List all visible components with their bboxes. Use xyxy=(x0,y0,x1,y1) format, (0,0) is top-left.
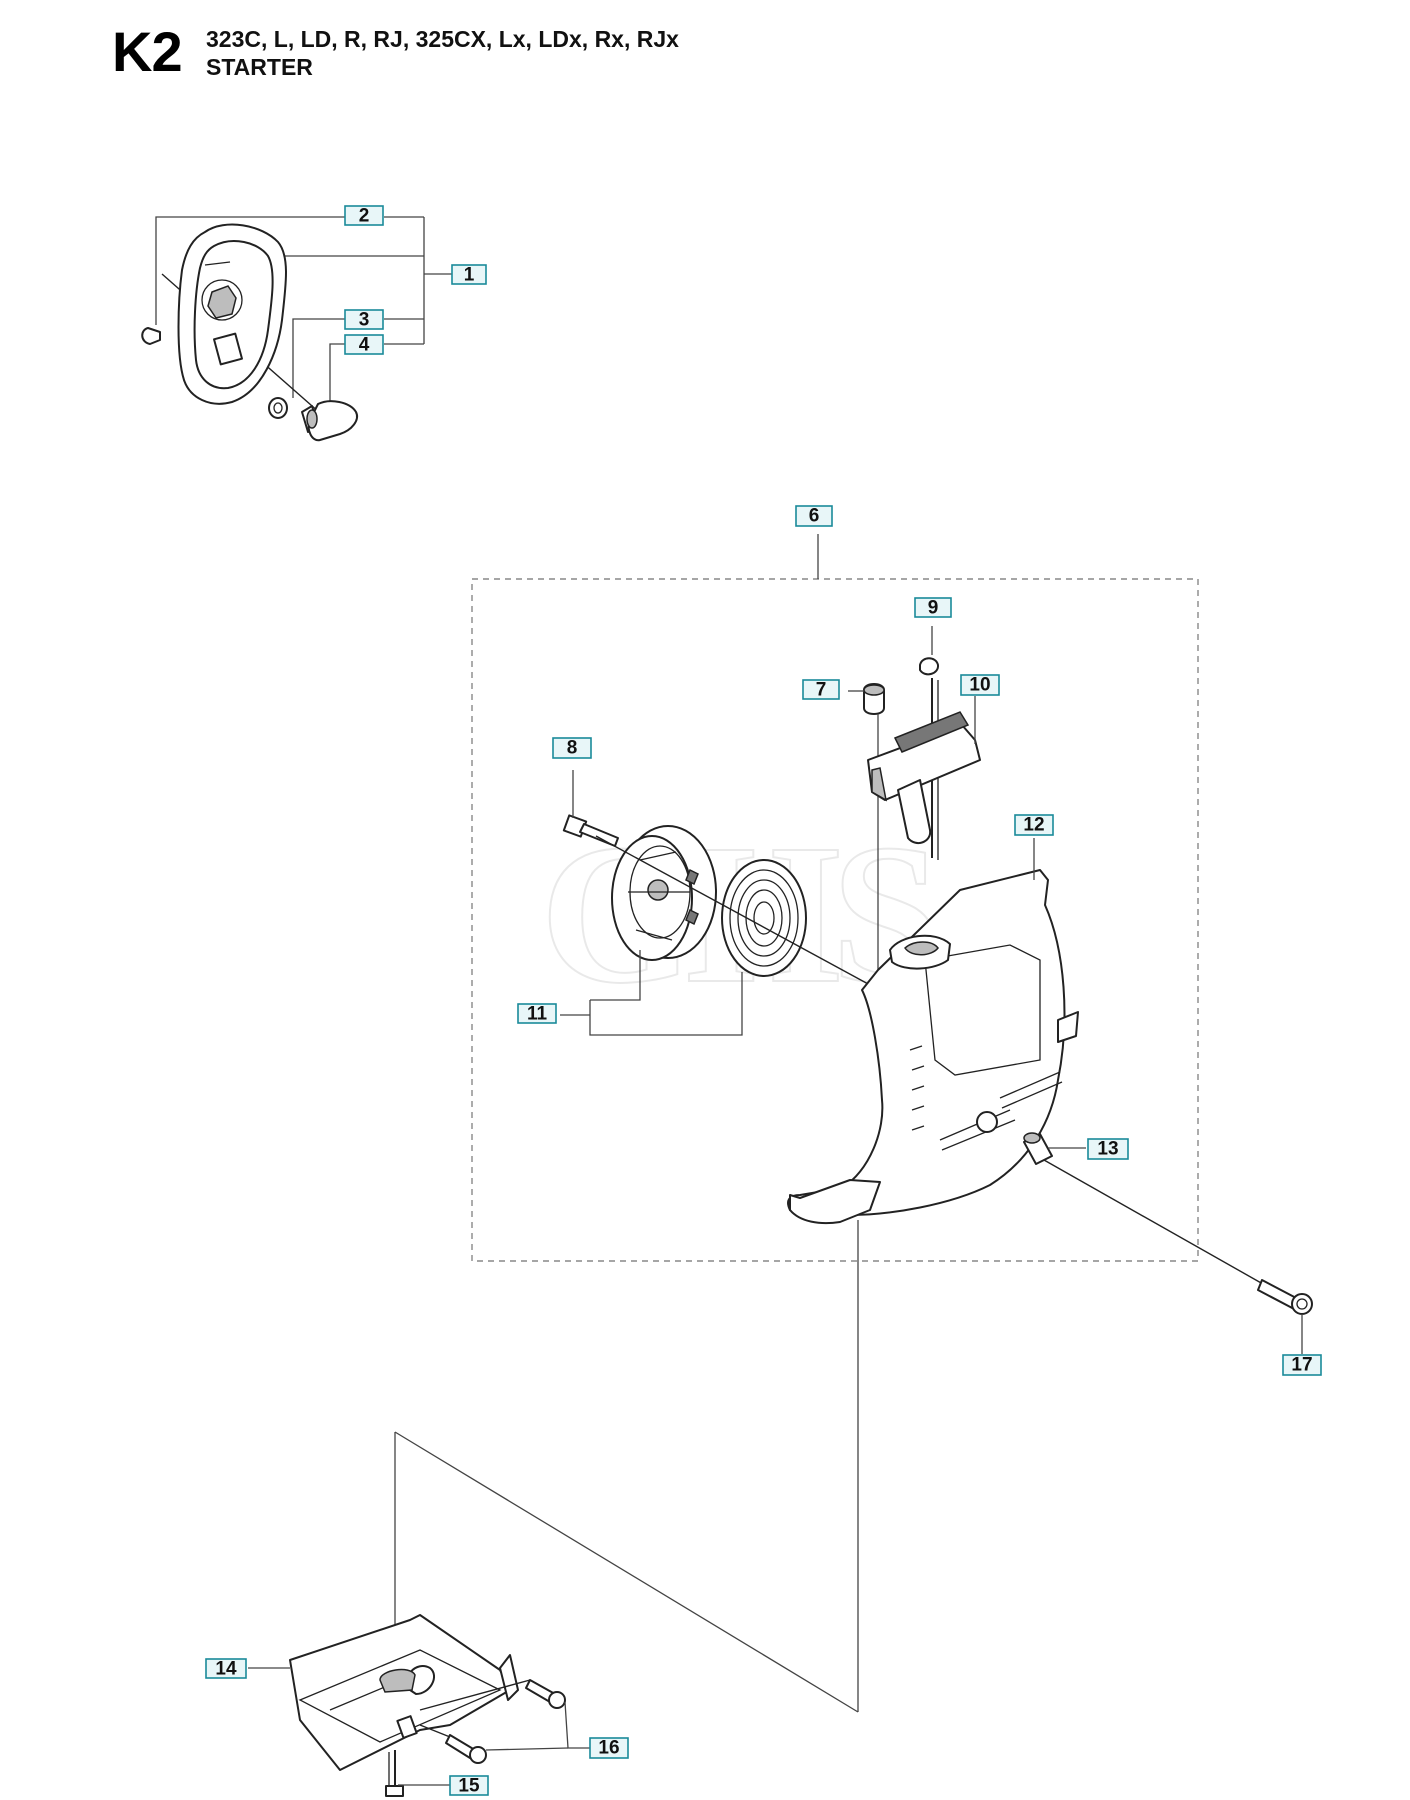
callout-1: 1 xyxy=(451,264,487,286)
callout-label: 15 xyxy=(458,1776,480,1797)
pulley-screw xyxy=(562,814,619,847)
callout-label: 16 xyxy=(598,1738,619,1759)
callout-10: 10 xyxy=(960,674,1000,696)
callout-14: 14 xyxy=(205,1658,247,1680)
section-title: STARTER xyxy=(206,54,313,80)
starter-housing-group-outline xyxy=(471,578,1199,1262)
callout-17: 17 xyxy=(1282,1354,1322,1376)
callout-label: 1 xyxy=(464,265,475,286)
callout-label: 14 xyxy=(215,1659,237,1680)
callout-label: 2 xyxy=(359,206,370,227)
callout-11: 11 xyxy=(517,1003,557,1025)
callout-4: 4 xyxy=(344,334,384,356)
callout-16: 16 xyxy=(589,1737,629,1759)
plate-screw-front xyxy=(525,1679,566,1709)
housing-screw xyxy=(1257,1279,1313,1315)
callout-9: 9 xyxy=(914,597,952,619)
callout-13: 13 xyxy=(1087,1138,1129,1160)
callout-3: 3 xyxy=(344,309,384,331)
plate-screw-rear xyxy=(445,1734,487,1764)
callout-label: 12 xyxy=(1023,815,1044,836)
callout-label: 11 xyxy=(527,1004,548,1025)
bottom-plate xyxy=(289,1614,519,1771)
starter-handle-assembly xyxy=(867,657,981,860)
callout-7: 7 xyxy=(802,679,840,701)
callout-label: 8 xyxy=(567,738,578,759)
callout-12: 12 xyxy=(1014,814,1054,836)
callout-label: 13 xyxy=(1097,1139,1118,1160)
section-code: K2 xyxy=(112,20,183,83)
callout-6: 6 xyxy=(795,505,833,527)
starter-cover-assembly xyxy=(141,216,455,442)
callout-label: 3 xyxy=(359,310,370,331)
callout-8: 8 xyxy=(552,737,592,759)
model-list: 323C, L, LD, R, RJ, 325CX, Lx, LDx, Rx, … xyxy=(206,26,679,52)
callout-label: 10 xyxy=(969,675,990,696)
plate-screw-bottom xyxy=(385,1750,404,1797)
callout-label: 9 xyxy=(928,598,939,619)
callout-2: 2 xyxy=(344,205,384,227)
callout-15: 15 xyxy=(449,1775,489,1797)
starter-pulley xyxy=(611,825,717,961)
callout-label: 4 xyxy=(359,335,370,356)
starter-housing xyxy=(787,869,1079,1225)
recoil-spring xyxy=(721,859,807,977)
callout-label: 6 xyxy=(809,506,820,527)
callout-label: 7 xyxy=(816,680,827,701)
rope-guide-bushing xyxy=(863,683,885,715)
housing-sleeve xyxy=(1023,1132,1053,1165)
callout-label: 17 xyxy=(1291,1355,1312,1376)
